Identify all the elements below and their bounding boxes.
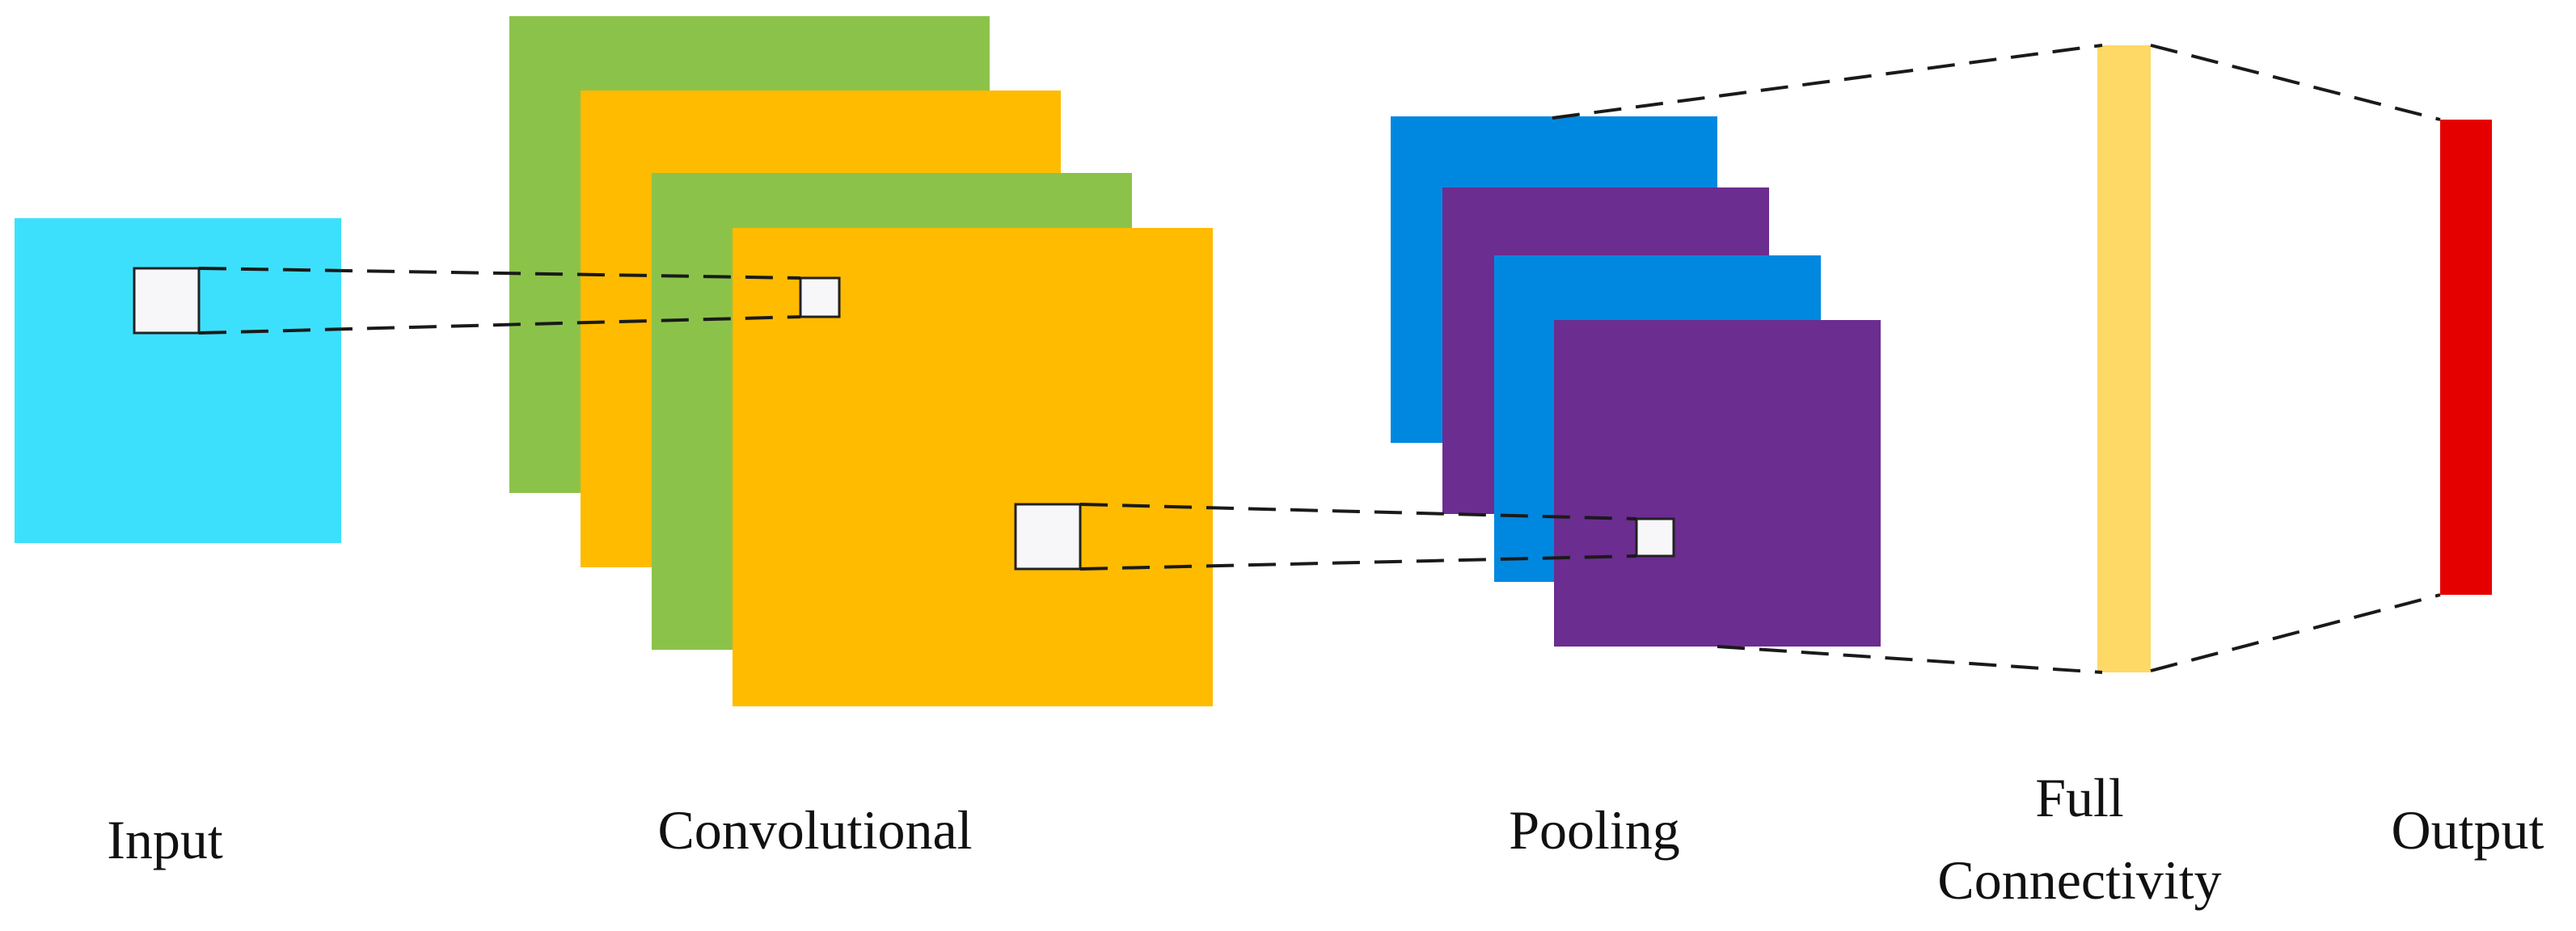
output-layer xyxy=(2440,120,2492,595)
conv-target-patch xyxy=(799,276,841,318)
pool-to-full-line-bottom xyxy=(1717,645,2103,674)
pool-map-4 xyxy=(1554,320,1881,647)
input-patch xyxy=(133,267,201,335)
pooling-label: Pooling xyxy=(1509,799,1680,861)
input-label: Input xyxy=(107,809,223,870)
full-connectivity-label-line2: Connectivity xyxy=(1937,849,2221,911)
output-label: Output xyxy=(2392,799,2544,861)
conv-to-pool-line-bottom xyxy=(1079,554,1637,571)
input-to-conv-line-bottom xyxy=(198,315,801,335)
conv-to-pool-line-top xyxy=(1079,503,1637,520)
conv-source-patch xyxy=(1014,503,1082,571)
full-connectivity-label-line1: Full xyxy=(2035,767,2124,828)
input-to-conv-line-top xyxy=(198,267,801,280)
full-to-output-line-top xyxy=(2150,44,2441,121)
convolutional-label: Convolutional xyxy=(657,799,972,861)
full-to-output-line-bottom xyxy=(2150,593,2441,672)
input-layer xyxy=(15,218,341,543)
full-connectivity-layer xyxy=(2097,45,2151,672)
pool-to-full-line-top xyxy=(1552,44,2103,120)
pool-patch xyxy=(1635,517,1675,558)
